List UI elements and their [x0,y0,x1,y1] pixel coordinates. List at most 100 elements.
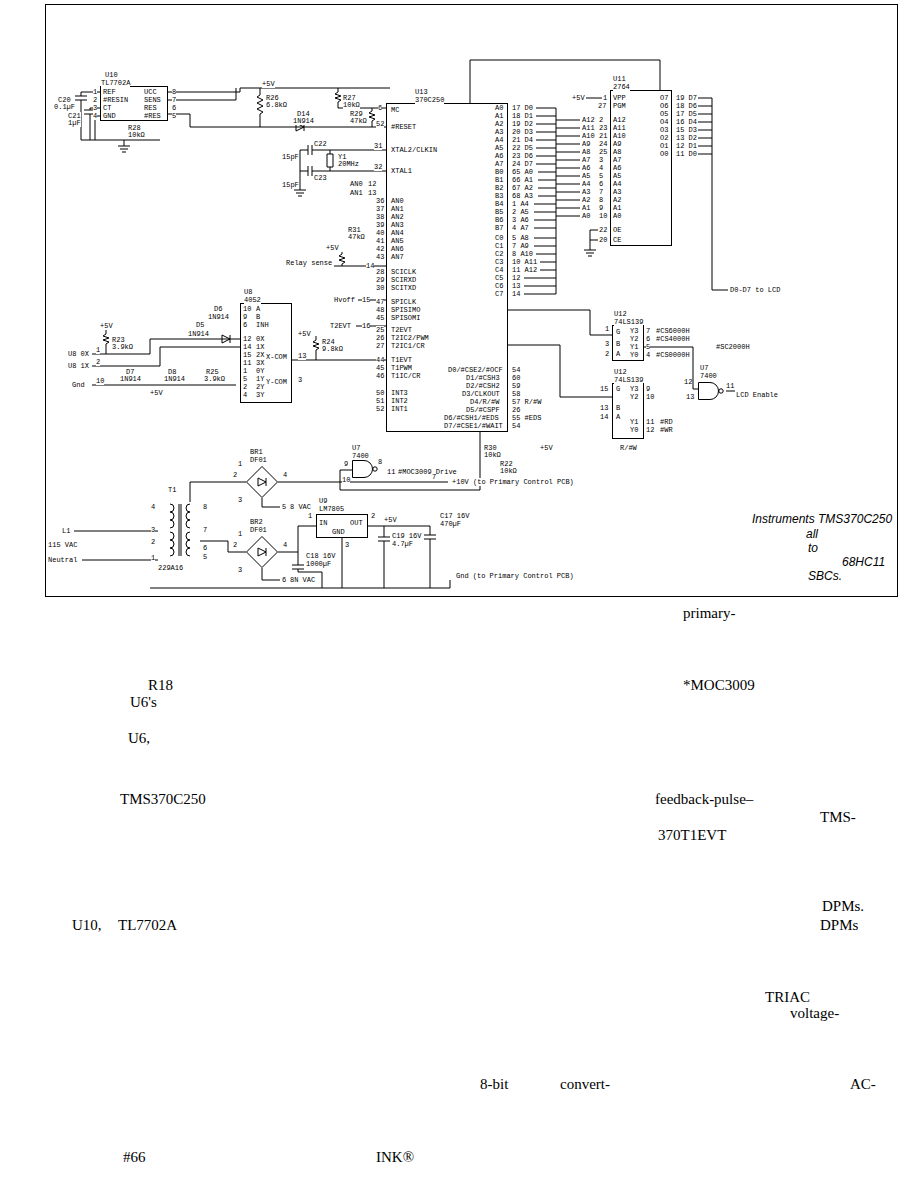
pin-label: AN1 [350,189,363,197]
pin-label: 54 [512,366,520,374]
pin-label: 11 [646,418,654,426]
pin-label: 3.9kΩ [112,343,133,351]
pin-label: A4 [495,136,503,144]
pin-label: A2 [495,120,503,128]
pin-label: B5 [495,208,503,216]
pin-label: 3 [238,566,242,574]
body-text: TMS- [820,808,856,826]
pin-label: #CS6000H [656,327,690,335]
pin-label: XTAL1 [391,167,412,175]
pin-label: T2EVT [330,322,351,330]
pin-label: A10 [613,132,626,140]
supply-wire [168,88,390,100]
caption-text: 68HC11 [842,555,885,569]
pin-label: 1 [308,512,312,520]
pin-label: 14 [366,262,374,270]
pin-label: 14 [243,343,251,351]
pin-label: C0 [495,234,503,242]
pin-label: #RD [660,418,673,426]
pin-label: OUT [350,519,363,527]
pin-label: C4 [495,266,503,274]
pin-label: 6 [282,576,286,584]
pin-label: 3 [599,156,603,164]
pin-label: 58 [512,390,520,398]
pin-label: 10kΩ [343,101,360,109]
pin-label: 3.9kΩ [204,375,225,383]
nand-gate: U77400 [352,460,378,478]
pin-label: A6 [613,164,621,172]
pin-label: AN3 [391,221,404,229]
diode-symbol [222,335,230,343]
pin-label: 65 A0 [512,168,533,176]
pin-label: 5 [243,375,247,383]
wire [644,347,698,389]
pin-label: A10 [582,132,595,140]
pin-label: SPISOMI [391,314,420,322]
pin-label: 15pF [282,153,299,161]
pin-label: #RESET [391,123,416,131]
pin-label: 1N914 [120,375,141,383]
pin-label: 4 [283,471,287,479]
pin-label: CT [103,104,111,112]
pin-label: 0Y [256,367,264,375]
shape-outline [247,467,278,498]
pin-label: A0 [495,104,503,112]
pin-label: #WR [660,426,673,434]
pin-label: 13 [686,393,694,401]
pin-label: 47kΩ [350,117,367,125]
pin-label: 12 D1 [676,142,697,150]
pin-label: AN4 [391,229,404,237]
pin-label: 3 [298,376,302,384]
pin-label: 1 [603,94,607,102]
pin-label: 21 D4 [512,136,533,144]
pin-label: 8 [203,503,207,511]
pin-label: 10 [243,305,251,313]
signal-wire [726,391,735,392]
pin-label: A12 [582,116,595,124]
body-text: R18 [148,676,173,694]
pin-label: 6 [378,104,382,112]
pin-label: 14 [512,290,520,298]
resistor-symbol [369,108,375,127]
pin-label: 40 [376,229,384,237]
pin-label: 18 D6 [676,102,697,110]
pin-label: 12 [646,426,654,434]
pin-label: 6.8kΩ [266,101,287,109]
pin-label: 52 [376,405,384,413]
pin-label: 25 [599,148,607,156]
pin-label: A1 [495,112,503,120]
part-label: U11 [613,75,626,83]
pin-label: 60 [512,374,520,382]
pin-label: D0-D7 to LCD [730,286,780,294]
pin-label: A2 [613,196,621,204]
pin-label: A12 [613,116,626,124]
pin-label: Y-COM [266,378,287,386]
pin-label: 10 [599,212,607,220]
pin-label: 0X [256,335,264,343]
pin-label: 2X [256,351,264,359]
pin-label: 8N VAC [290,576,315,584]
wire [200,541,246,552]
pin-label: 32 [374,163,382,171]
pin-label: 5 [172,112,176,120]
pin-label: +5V [298,330,311,338]
pin-label: 13 [600,404,608,412]
pin-label: SENS [144,96,161,104]
pin-label: 10kΩ [128,131,145,139]
pin-label: D1/#CSH3 [466,374,500,382]
pin-label: 4 [283,541,287,549]
pin-label: O1 [660,142,668,150]
bridge-rectifier: BR2DF01 [246,536,278,568]
pin-label: D3/CLKOUT [462,390,500,398]
body-text: AC- [850,1075,876,1093]
pin-label: AN2 [391,213,404,221]
part-label: BR1 [250,448,263,456]
body-text: voltage- [790,1004,839,1022]
pin-label: A7 [582,156,590,164]
pin-label: 2 [233,541,237,549]
pin-label: Gnd [72,381,85,389]
pin-label: C7 [495,290,503,298]
pin-label: A4 [613,180,621,188]
pin-label: Y1 [630,343,638,351]
pin-label: 14 [600,413,608,421]
